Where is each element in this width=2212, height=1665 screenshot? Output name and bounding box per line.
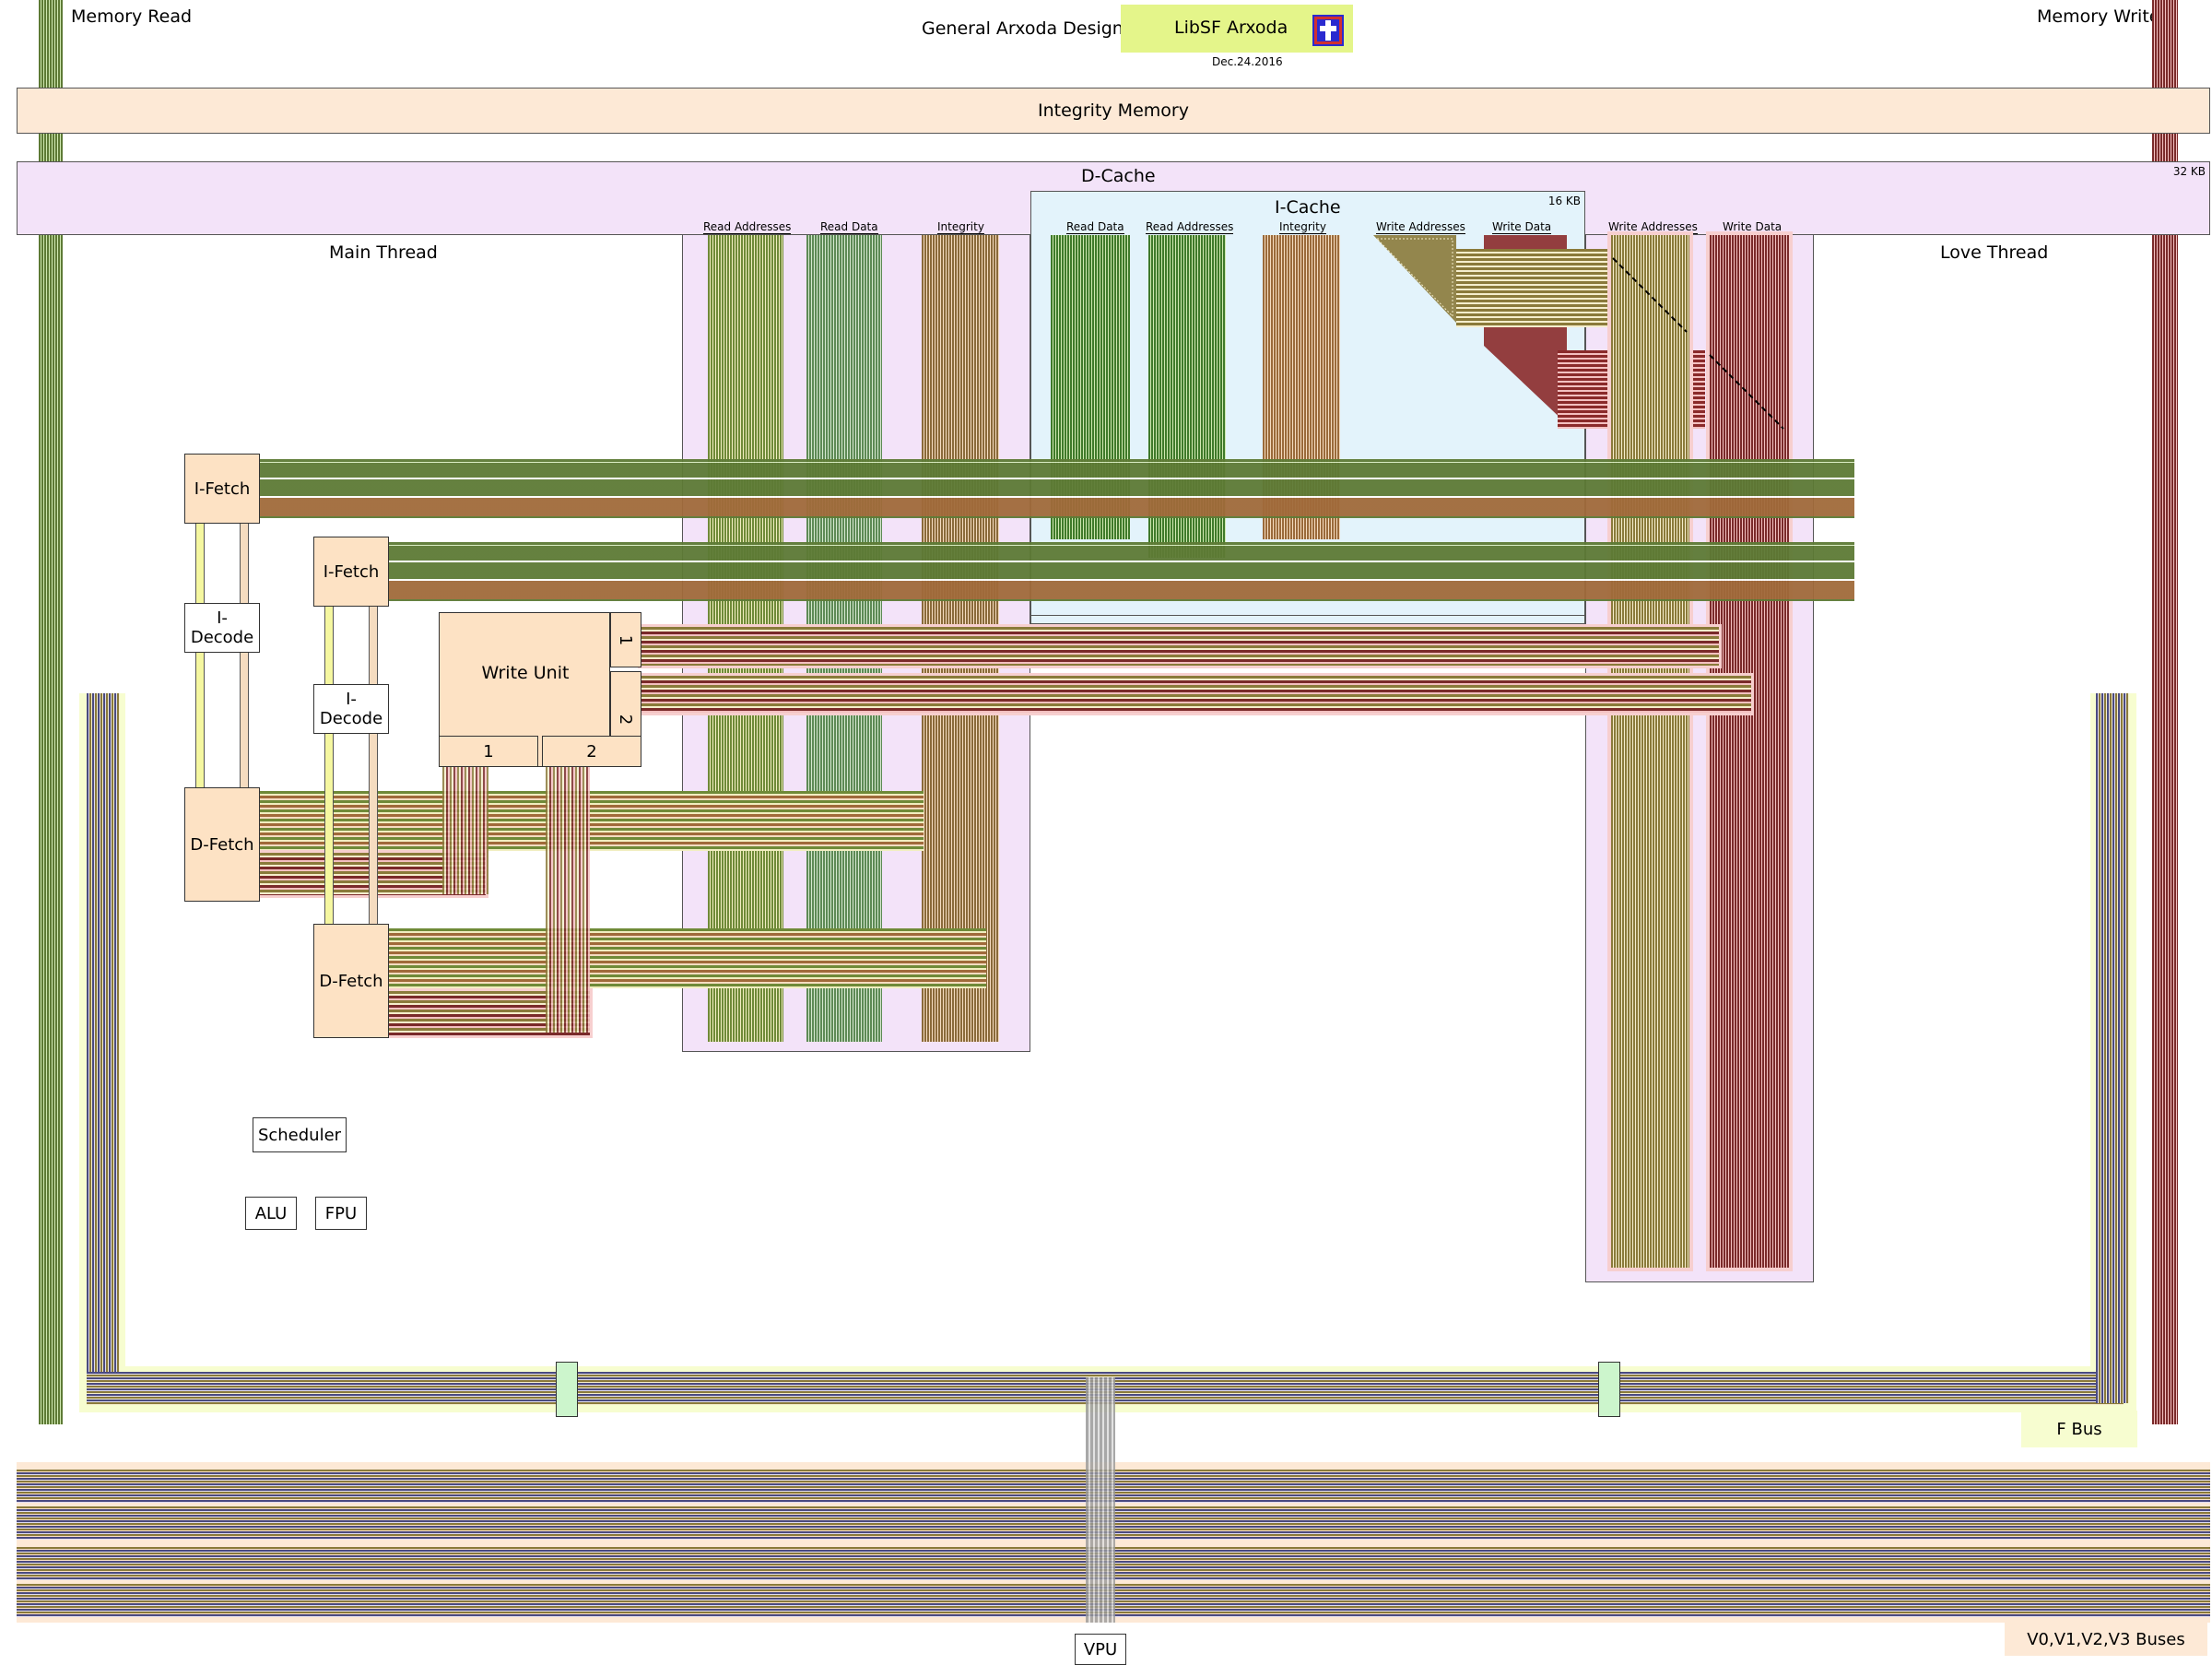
ifetch2-unit[interactable]: I-Fetch bbox=[313, 537, 389, 607]
icache-lower-line bbox=[1030, 615, 1585, 616]
vbuses-label: V0,V1,V2,V3 Buses bbox=[2027, 1629, 2185, 1649]
dcache-col-read-data: Read Data bbox=[820, 220, 878, 234]
idecode1-to-ifetch1-arrow bbox=[240, 524, 249, 603]
scheduler-unit[interactable]: Scheduler bbox=[253, 1117, 347, 1152]
idecode1-to-dfetch1-arrow bbox=[195, 653, 205, 787]
alu-unit[interactable]: ALU bbox=[245, 1197, 297, 1230]
bottom2-label: 2 bbox=[586, 741, 597, 762]
dfetch2-to-idecode2-arrow bbox=[369, 734, 378, 924]
ifetch2-bus bbox=[387, 542, 1854, 601]
logo-text: LibSF Arxoda bbox=[1174, 18, 1288, 38]
idecode2-unit[interactable]: I-Decode bbox=[313, 684, 389, 734]
cross-icon bbox=[1312, 15, 1344, 46]
dcache-col-read-addresses: Read Addresses bbox=[703, 220, 792, 234]
icache-label: I-Cache bbox=[1275, 197, 1341, 218]
memory-write-bus bbox=[2152, 0, 2178, 1424]
icache-size: 16 KB bbox=[1547, 195, 1581, 207]
main-thread-label: Main Thread bbox=[329, 242, 438, 263]
dcache-label: D-Cache bbox=[1081, 166, 1156, 186]
dcache-size: 32 KB bbox=[2172, 165, 2206, 178]
write-unit-port-1[interactable]: 1 bbox=[610, 612, 641, 667]
dfetch2-unit[interactable]: D-Fetch bbox=[313, 924, 389, 1038]
write-unit-label: Write Unit bbox=[481, 663, 570, 683]
icache-col-read-addresses: Read Addresses bbox=[1146, 220, 1234, 234]
dfetch1-bus bbox=[260, 791, 924, 851]
idecode1-label: I-Decode bbox=[190, 608, 254, 647]
ifetch1-bus bbox=[260, 459, 1854, 518]
memory-read-label: Memory Read bbox=[71, 6, 193, 27]
fbus-connector-left[interactable] bbox=[556, 1362, 578, 1417]
idecode2-label: I-Decode bbox=[319, 690, 383, 728]
vpu-link-overlay bbox=[1086, 1462, 1115, 1623]
fpu-unit[interactable]: FPU bbox=[315, 1197, 367, 1230]
integrity-memory-block: Integrity Memory bbox=[17, 88, 2210, 134]
write-port2-label: 2 bbox=[616, 714, 636, 725]
write-port1-label: 1 bbox=[616, 634, 636, 645]
logo-box: LibSF Arxoda bbox=[1121, 5, 1353, 53]
write-port2-bus bbox=[641, 676, 1751, 713]
date-label: Dec.24.2016 bbox=[1212, 55, 1283, 68]
fbus-label: F Bus bbox=[2056, 1419, 2102, 1439]
dfetch2-label: D-Fetch bbox=[319, 971, 383, 991]
dfetch1-label: D-Fetch bbox=[190, 834, 254, 855]
write-unit-bottom-2[interactable]: 2 bbox=[542, 736, 641, 767]
integrity-memory-label: Integrity Memory bbox=[1038, 100, 1189, 121]
dcache-col-integrity: Integrity bbox=[937, 220, 984, 234]
dfetch1-unit[interactable]: D-Fetch bbox=[184, 787, 260, 902]
ifetch2-label: I-Fetch bbox=[323, 561, 380, 582]
dfetch1-to-idecode1-arrow bbox=[240, 653, 249, 787]
write-unit-port2-down bbox=[546, 765, 590, 1033]
diagram-title: General Arxoda Design bbox=[922, 18, 1124, 39]
fbus-left-vertical bbox=[87, 693, 120, 1403]
fbus-label-box: F Bus bbox=[2021, 1411, 2137, 1447]
scheduler-label: Scheduler bbox=[257, 1125, 342, 1145]
memory-read-bus bbox=[39, 0, 63, 1424]
write-unit-bottom-1[interactable]: 1 bbox=[439, 736, 538, 767]
vpu-unit[interactable]: VPU bbox=[1075, 1634, 1126, 1665]
bottom1-label: 1 bbox=[483, 741, 494, 762]
idecode2-to-dfetch2-arrow bbox=[324, 734, 334, 924]
ifetch1-to-idecode1-arrow bbox=[195, 524, 205, 603]
love-write-address-bus bbox=[1611, 235, 1689, 1268]
love-col-write-data: Write Data bbox=[1723, 220, 1783, 234]
dfetch2-bus bbox=[387, 928, 986, 988]
alu-label: ALU bbox=[254, 1203, 288, 1223]
love-write-data-bus bbox=[1710, 235, 1789, 1268]
love-col-write-addresses: Write Addresses bbox=[1608, 220, 1698, 234]
love-diagonal-dashes bbox=[1612, 257, 1784, 430]
write-address-stub bbox=[1456, 249, 1613, 327]
fbus-connector-right[interactable] bbox=[1598, 1362, 1620, 1417]
ifetch1-unit[interactable]: I-Fetch bbox=[184, 454, 260, 524]
memory-write-label: Memory Write bbox=[2037, 6, 2160, 27]
love-thread-label: Love Thread bbox=[1940, 242, 2049, 263]
icache-col-read-data: Read Data bbox=[1066, 220, 1124, 234]
write-port1-bus bbox=[641, 627, 1719, 666]
icache-write-address-stair bbox=[1373, 235, 1456, 323]
idecode1-unit[interactable]: I-Decode bbox=[184, 603, 260, 653]
icache-col-integrity: Integrity bbox=[1279, 220, 1326, 234]
fbus-right-vertical bbox=[2096, 693, 2129, 1403]
ifetch1-label: I-Fetch bbox=[194, 478, 251, 499]
vpu-label: VPU bbox=[1083, 1639, 1118, 1659]
fpu-label: FPU bbox=[324, 1203, 358, 1223]
icache-col-write-data: Write Data bbox=[1492, 220, 1552, 234]
idecode2-to-ifetch2-arrow bbox=[369, 607, 378, 684]
write-unit-port1-down bbox=[442, 765, 488, 894]
icache-col-write-addresses: Write Addresses bbox=[1376, 220, 1465, 234]
ifetch2-to-idecode2-arrow bbox=[324, 607, 334, 684]
vbuses-label-box: V0,V1,V2,V3 Buses bbox=[2005, 1623, 2207, 1656]
